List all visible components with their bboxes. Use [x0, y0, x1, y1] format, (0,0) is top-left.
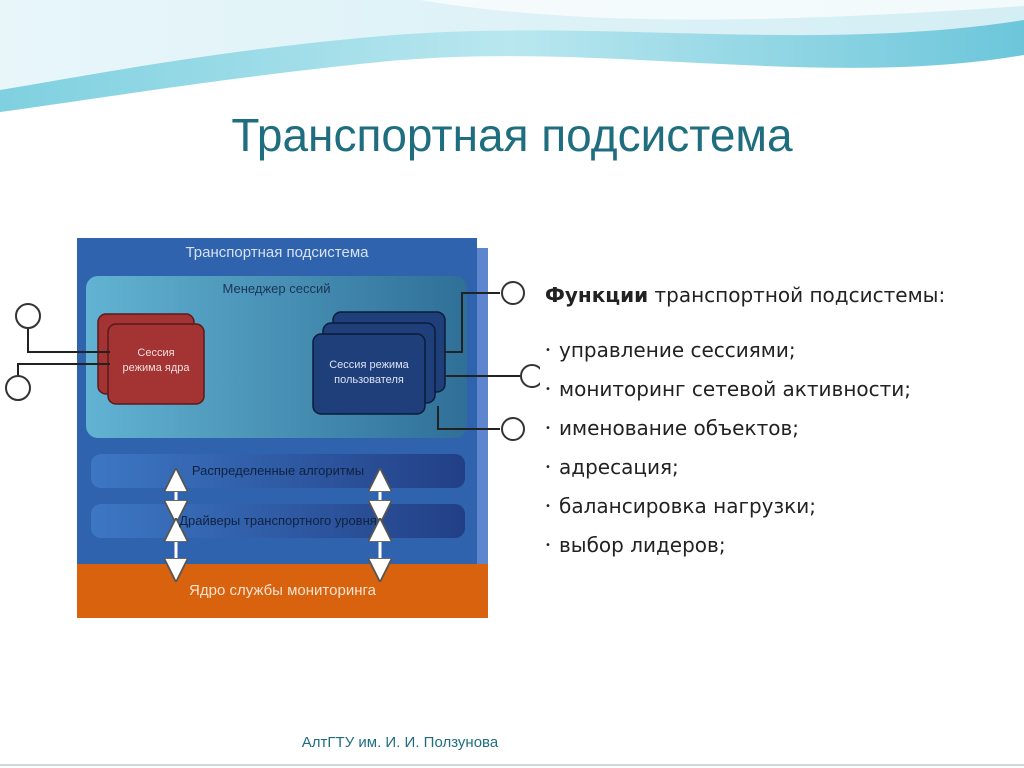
header-waves [0, 0, 1024, 112]
functions-heading-rest: транспортной подсистемы: [648, 283, 946, 307]
function-item: • адресация; [545, 450, 1015, 489]
user-port-lower [501, 417, 525, 441]
slide-title: Транспортная подсистема [231, 109, 793, 161]
kernel-connector-lower [17, 363, 110, 376]
user-session-label-line2: пользователя [334, 374, 404, 386]
function-item: • выбор лидеров; [545, 528, 1015, 567]
function-item: • управление сессиями; [545, 333, 1015, 372]
bullet-icon: • [545, 345, 551, 356]
function-item: • мониторинг сетевой активности; [545, 372, 1015, 411]
function-item-text: выбор лидеров; [559, 533, 726, 557]
transport-drivers-label: Драйверы транспортного уровня [179, 513, 377, 528]
function-item: • именование объектов; [545, 411, 1015, 450]
user-session-label-line1: Сессия режима [329, 359, 409, 371]
monitoring-core-label: Ядро службы мониторинга [189, 582, 376, 599]
diagram-shapes [5, 238, 544, 618]
function-item: • балансировка нагрузки; [545, 489, 1015, 528]
transport-subsystem-diagram: Транспортная подсистема Менеджер сессий … [0, 230, 544, 630]
user-session-box [312, 333, 426, 415]
function-item-text: именование объектов; [559, 416, 799, 440]
functions-list: • управление сессиями; • мониторинг сетево… [545, 333, 1015, 567]
bullet-icon: • [545, 501, 551, 512]
distributed-algorithms-label: Распределенные алгоритмы [191, 463, 365, 478]
function-item-text: адресация; [559, 455, 679, 479]
functions-heading: Функции транспортной подсистемы: [545, 283, 1015, 307]
function-item-text: мониторинг сетевой активности; [559, 377, 912, 401]
user-connector-lower [437, 406, 500, 430]
kernel-session-label-line2: режима ядра [122, 362, 190, 374]
bottom-divider [0, 764, 1024, 766]
bullet-icon: • [545, 540, 551, 551]
kernel-connector-upper [27, 326, 110, 353]
outer-box-label: Транспортная подсистема [185, 244, 369, 261]
user-port-upper [501, 281, 525, 305]
functions-heading-bold: Функции [545, 283, 649, 307]
kernel-port-upper [15, 303, 41, 329]
bullet-icon: • [545, 384, 551, 395]
bullet-icon: • [545, 462, 551, 473]
slide-footer: АлтГТУ им. И. И. Ползунова [301, 734, 499, 751]
user-connector-upper [445, 292, 500, 353]
user-port-middle [520, 364, 544, 388]
kernel-session-label-line1: Сессия [137, 347, 175, 359]
function-item-text: управление сессиями; [559, 338, 796, 362]
function-item-text: балансировка нагрузки; [559, 494, 816, 518]
functions-panel: Функции транспортной подсистемы: • управл… [545, 283, 1015, 567]
kernel-port-lower [5, 375, 31, 401]
monitoring-core-box [77, 564, 488, 618]
bullet-icon: • [545, 423, 551, 434]
session-manager-label: Менеджер сессий [222, 281, 331, 296]
